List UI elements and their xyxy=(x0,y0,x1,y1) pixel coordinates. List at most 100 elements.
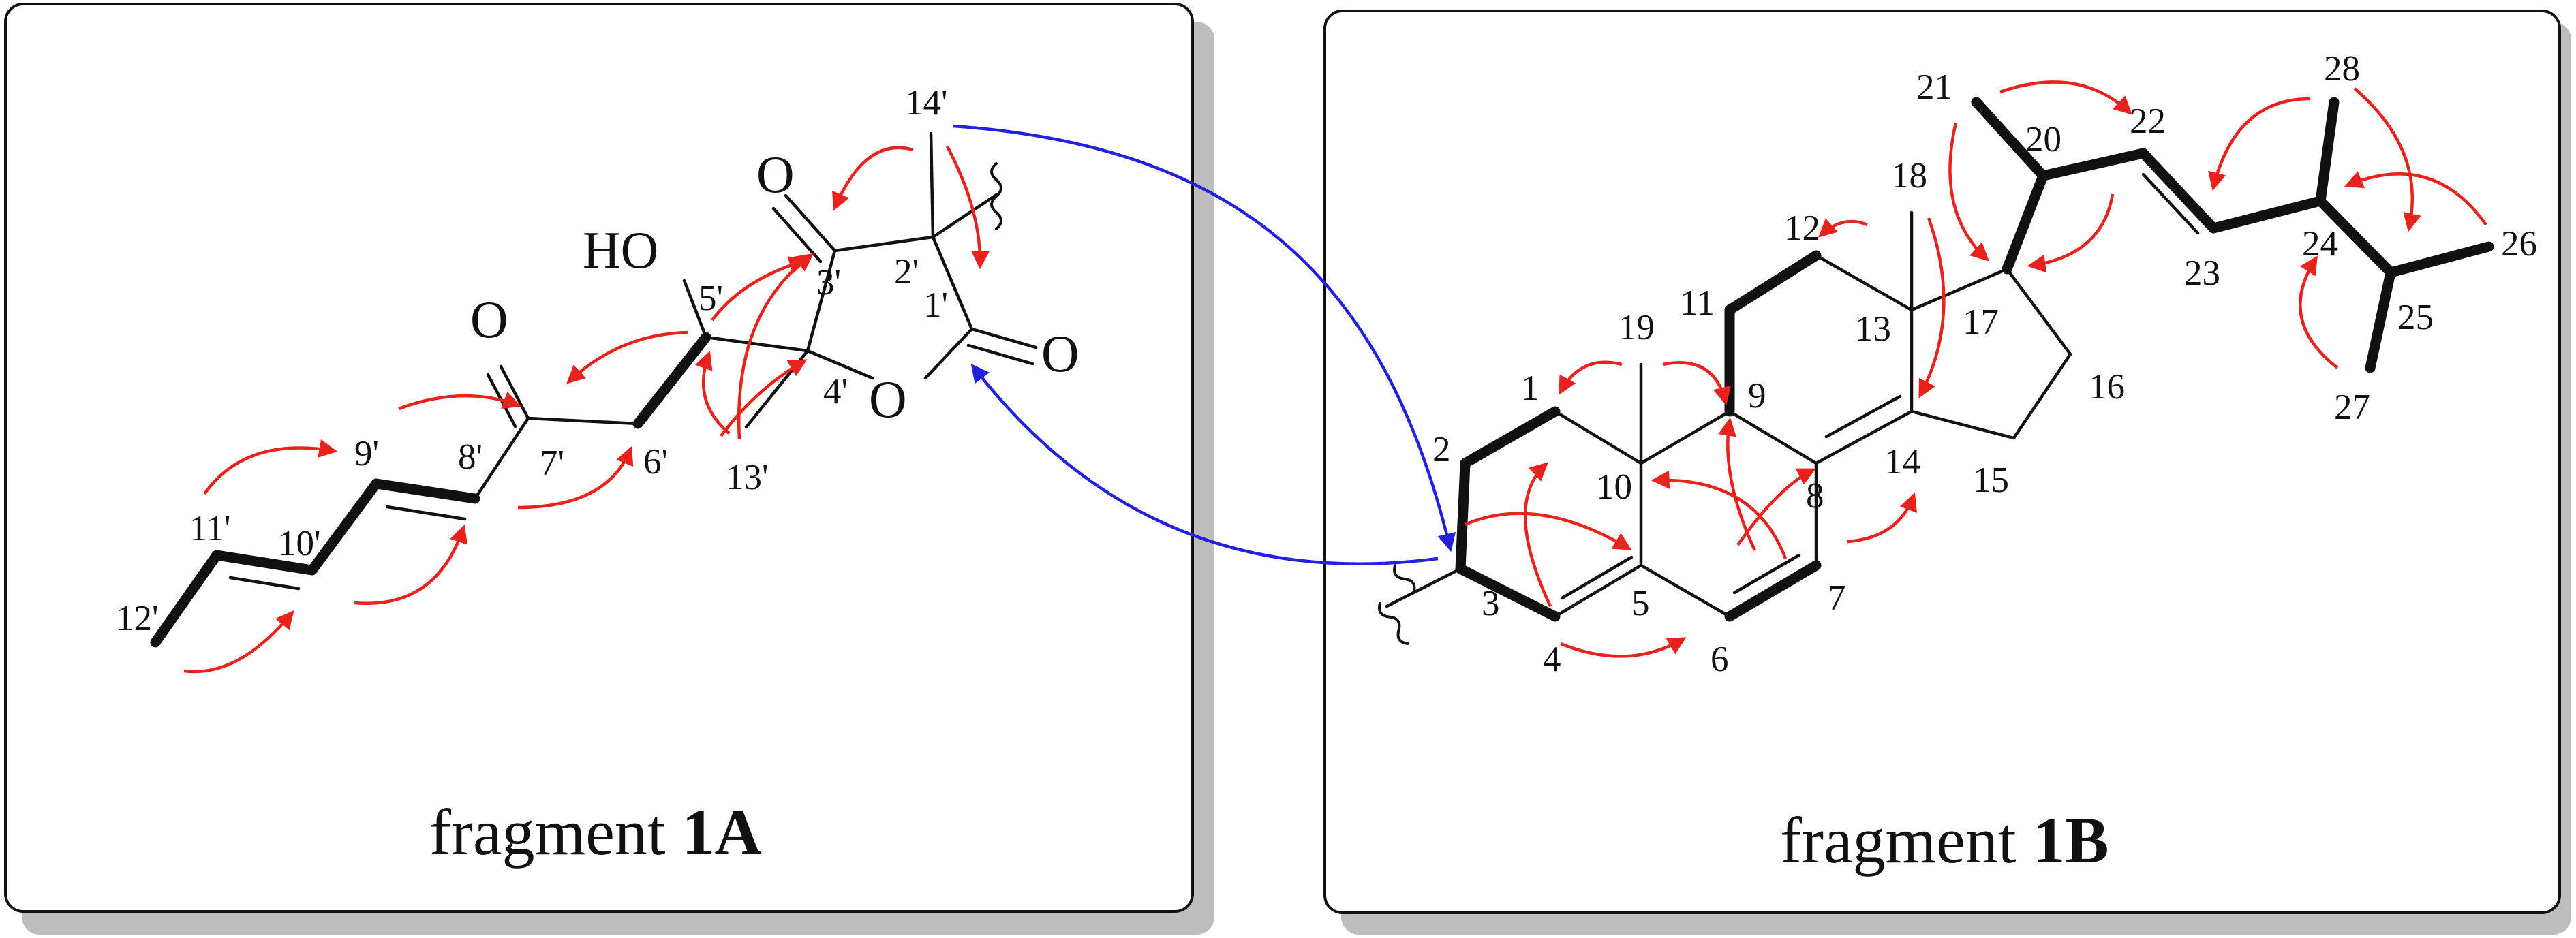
bond-c1-oring xyxy=(923,327,974,380)
bond-c10-c9 xyxy=(307,478,382,576)
position-label-3p: 3' xyxy=(816,263,841,302)
position-label-9: 9 xyxy=(1748,376,1766,416)
hmbc-arrow-11-12 xyxy=(1818,218,1868,238)
hmbc-arrow-4-6 xyxy=(1560,637,1687,658)
position-label-21: 21 xyxy=(1916,67,1952,107)
hmbc-arrow-13-4 xyxy=(720,359,808,437)
position-label-28: 28 xyxy=(2324,49,2360,89)
bond-c14-c8-double xyxy=(1824,394,1902,439)
position-label-13p: 13' xyxy=(726,458,769,497)
inter-fragment-correlations xyxy=(952,124,1456,565)
bond-c5-oh xyxy=(682,279,708,339)
position-label-2: 2 xyxy=(1432,430,1451,469)
fragment-1b-position-labels: 1 2 3 4 5 6 7 8 9 10 11 12 13 14 15 16 1… xyxy=(1432,49,2537,679)
bond-c25-c27 xyxy=(2365,267,2396,373)
wavy-attachment-a xyxy=(990,162,1002,230)
hmbc-arrow-6-8 xyxy=(1736,468,1816,546)
hmbc-arrow-7-10 xyxy=(1651,470,1788,559)
bond-c10-c9 xyxy=(1639,409,1732,465)
position-label-7p: 7' xyxy=(540,443,564,483)
fragment-1a-position-labels: 1' 2' 3' 4' 5' 6' 7' 8' 9' 10' 11' 12' 1… xyxy=(116,83,948,638)
hmbc-arrow-9-7 xyxy=(398,391,522,411)
position-label-14: 14 xyxy=(1884,442,1920,482)
hmbc-arrow-19-9 xyxy=(1662,361,1732,406)
bond-c5-c4 xyxy=(704,335,810,353)
bond-c22-c23-double xyxy=(2141,172,2200,235)
hmbc-arrow-27-24 xyxy=(2299,255,2339,369)
fragment-1a-atoms: O O O O HO xyxy=(470,145,1079,428)
hmbc-arrow-10-8 xyxy=(354,524,467,605)
panel-frame xyxy=(4,3,1194,913)
fragment-1b-bonds xyxy=(1378,97,2494,645)
position-label-10p: 10' xyxy=(278,524,321,563)
bond-c4-c5-double xyxy=(1560,555,1634,600)
bond-c4-c5 xyxy=(1553,563,1643,619)
bond-oring-c4 xyxy=(806,349,874,380)
bond-c9-c8-double xyxy=(385,505,467,521)
bond-c7-c6 xyxy=(1724,560,1822,622)
bond-c12-c13 xyxy=(1814,253,1914,312)
bond-c24-c28 xyxy=(2315,97,2340,206)
position-label-16: 16 xyxy=(2089,367,2125,407)
hmbc-arrow-21-22 xyxy=(1999,80,2132,115)
position-label-13: 13 xyxy=(1855,309,1891,349)
position-label-10: 10 xyxy=(1596,467,1632,507)
hmbc-arrow-7-14 xyxy=(1846,492,1918,544)
atom-o-ketone-3: O xyxy=(756,145,795,204)
position-label-6: 6 xyxy=(1711,640,1729,679)
bond-c3-attach xyxy=(1385,567,1462,608)
hmbc-arrow-26-24 xyxy=(2344,171,2487,226)
bond-c22-c23 xyxy=(2138,148,2219,234)
position-label-1p: 1' xyxy=(923,285,948,325)
panel-fragment-1a: O O O O HO 1' 2' 3' 4' 5' 6' 7' 8' 9' 10… xyxy=(4,3,1214,935)
position-label-26: 26 xyxy=(2501,224,2537,264)
bond-c6-c5 xyxy=(632,332,711,429)
atom-o-lactone-carbonyl: O xyxy=(1041,324,1079,383)
bond-c10-c1 xyxy=(1553,409,1643,465)
hmbc-arrow-23-17 xyxy=(2027,193,2115,273)
position-label-5: 5 xyxy=(1631,584,1650,623)
bond-c6-c5 xyxy=(1639,563,1732,619)
wavy-attachment-b xyxy=(1378,564,1416,645)
bond-c2-c1 xyxy=(931,235,974,331)
bond-c25-c26 xyxy=(2385,241,2494,278)
bond-c15-c14 xyxy=(1910,409,2016,440)
position-label-11: 11 xyxy=(1680,283,1715,323)
bond-c1-c2 xyxy=(1460,406,1561,469)
bond-c7-c6-double xyxy=(1732,553,1801,595)
hmbc-arrow-28-25 xyxy=(2353,87,2421,232)
position-label-11p: 11' xyxy=(189,509,231,548)
panel-fragment-1b: 1 2 3 4 5 6 7 8 9 10 11 12 13 14 15 16 1… xyxy=(1323,10,2571,935)
position-label-22: 22 xyxy=(2130,101,2166,141)
position-label-4p: 4' xyxy=(823,372,848,411)
atom-hydroxyl: HO xyxy=(583,221,658,279)
bond-c20-c21 xyxy=(1971,97,2049,181)
position-label-7: 7 xyxy=(1828,578,1846,618)
position-label-18: 18 xyxy=(1891,156,1927,196)
bond-c1-o xyxy=(970,327,1038,349)
bond-c11-c10 xyxy=(211,550,318,576)
bond-c9-c8 xyxy=(1728,409,1818,465)
hmbc-arrow-19-1 xyxy=(1559,360,1623,395)
bond-c20-c22 xyxy=(2038,148,2149,181)
bond-c3-c4 xyxy=(1455,563,1561,622)
position-label-12: 12 xyxy=(1784,208,1820,248)
hmbc-arrow-4-10 xyxy=(1524,462,1552,607)
hmbc-arrow-5-7 xyxy=(566,330,689,384)
bond-c16-c15 xyxy=(2012,352,2072,440)
link-arrow-3-to-1p xyxy=(970,363,1439,565)
bond-c17-c20 xyxy=(2002,170,2049,275)
bond-c2-c14 xyxy=(929,131,935,239)
hmbc-arrow-14-3 xyxy=(832,146,914,211)
bond-c3-o-double xyxy=(771,206,823,264)
hmbc-arrow-8-6 xyxy=(517,446,634,510)
fragment-1b-hmbc-arrows xyxy=(1465,80,2487,658)
position-label-14p: 14' xyxy=(905,83,948,123)
bond-c4-c3 xyxy=(806,249,837,353)
bond-c13-c17 xyxy=(1910,267,2009,312)
hmbc-arrow-18-14 xyxy=(1918,217,1946,398)
bond-c3-o xyxy=(784,193,837,253)
bond-c7-c6 xyxy=(526,416,640,426)
position-label-12p: 12' xyxy=(116,599,159,638)
